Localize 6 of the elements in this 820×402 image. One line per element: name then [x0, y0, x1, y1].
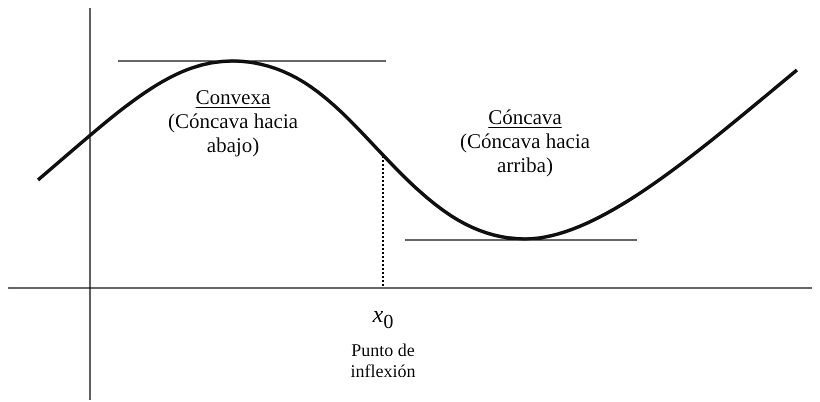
label: Punto de inflexión [350, 340, 416, 382]
label: Cóncava [487, 105, 563, 130]
label: Convexa [194, 85, 272, 110]
label: (Cóncava hacia abajo) [166, 109, 299, 158]
label: x$_{0}$ [371, 302, 394, 334]
label: (Cóncava hacia arriba) [458, 129, 591, 178]
